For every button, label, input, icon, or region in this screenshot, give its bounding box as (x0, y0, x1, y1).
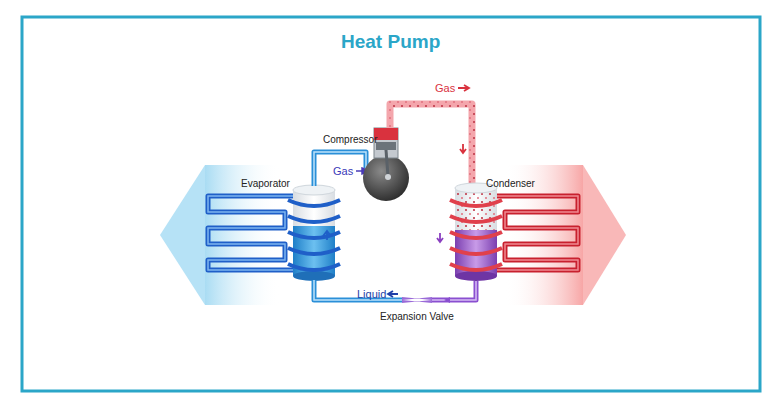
condenser-vessel (455, 188, 497, 232)
diagram-title: Heat Pump (341, 32, 440, 53)
suction-pipe (314, 152, 366, 186)
cold-arrow (160, 165, 205, 305)
condenser-coil (494, 196, 578, 270)
part-name: Expansion Valve (380, 311, 454, 322)
heat-arrow (583, 165, 626, 305)
part-name: Evaporator (241, 178, 290, 189)
liquid-pipe-hot (432, 281, 476, 300)
discharge-pipe (390, 104, 472, 183)
evaporator-coil-shine (208, 196, 298, 270)
flow-label: Gas (435, 82, 455, 94)
flow-label: Gas (333, 165, 353, 177)
expansion-valve (402, 297, 432, 303)
part-name: Compressor (323, 134, 377, 145)
liquid-pipe-cold (314, 280, 402, 300)
frame (22, 17, 760, 391)
evaporator-helix (288, 200, 340, 270)
condenser-helix (450, 200, 502, 270)
part-name: Condenser (486, 178, 535, 189)
flow-label: Liquid (357, 288, 386, 300)
evaporator-coil (208, 196, 298, 270)
